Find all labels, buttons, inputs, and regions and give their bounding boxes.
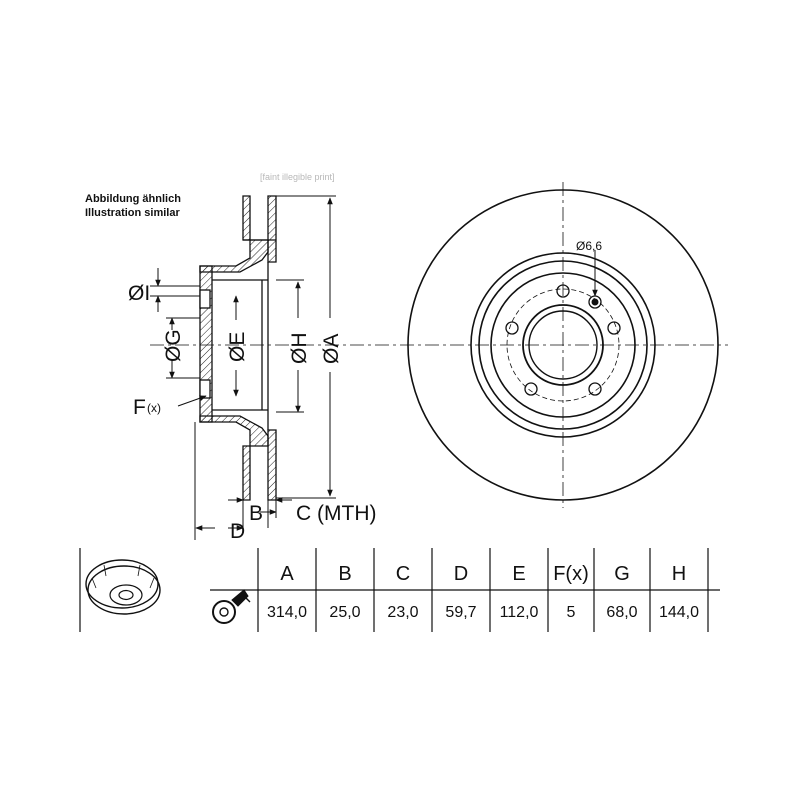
note-en: Illustration similar [85,207,180,219]
table-value-C: 23,0 [387,604,418,621]
table-value-D: 59,7 [445,604,476,621]
label-C-mth: C (MTH) [296,502,376,525]
spec-table [79,548,720,632]
front-view [400,182,728,508]
faint-header: [faint illegible print] [260,172,335,182]
label-dia-G: ØG [162,329,185,362]
label-B: B [249,502,263,525]
table-header-D: D [454,563,468,585]
table-value-E: 112,0 [500,604,539,621]
label-F: F [133,396,146,419]
dim-H [276,279,304,413]
table-value-G: 68,0 [606,604,637,621]
dim-A [276,195,336,499]
label-dia-A: ØA [320,334,343,364]
label-hole-diameter: Ø6,6 [576,239,602,253]
table-header-F: F(x) [553,563,589,585]
label-F-sub: (x) [147,401,161,415]
table-value-B: 25,0 [329,604,360,621]
table-header-H: H [672,563,686,585]
table-value-H: 144,0 [659,604,699,621]
dim-I [150,268,200,312]
label-dia-E: ØE [226,332,249,362]
label-dia-I: ØI [128,282,150,305]
dim-G [166,317,200,379]
disc-caliper-icon [212,589,251,624]
table-header-B: B [338,563,351,585]
label-dia-H: ØH [288,333,311,365]
table-header-E: E [512,563,525,585]
note-de: Abbildung ähnlich [85,193,181,205]
table-header-A: A [280,563,294,585]
table-value-F: 5 [567,604,576,621]
label-D: D [230,520,245,543]
dim-BCD [194,422,292,540]
table-header-G: G [614,563,630,585]
table-header-C: C [396,563,410,585]
brake-disc-perspective-icon [85,559,161,615]
table-value-A: 314,0 [267,604,307,621]
